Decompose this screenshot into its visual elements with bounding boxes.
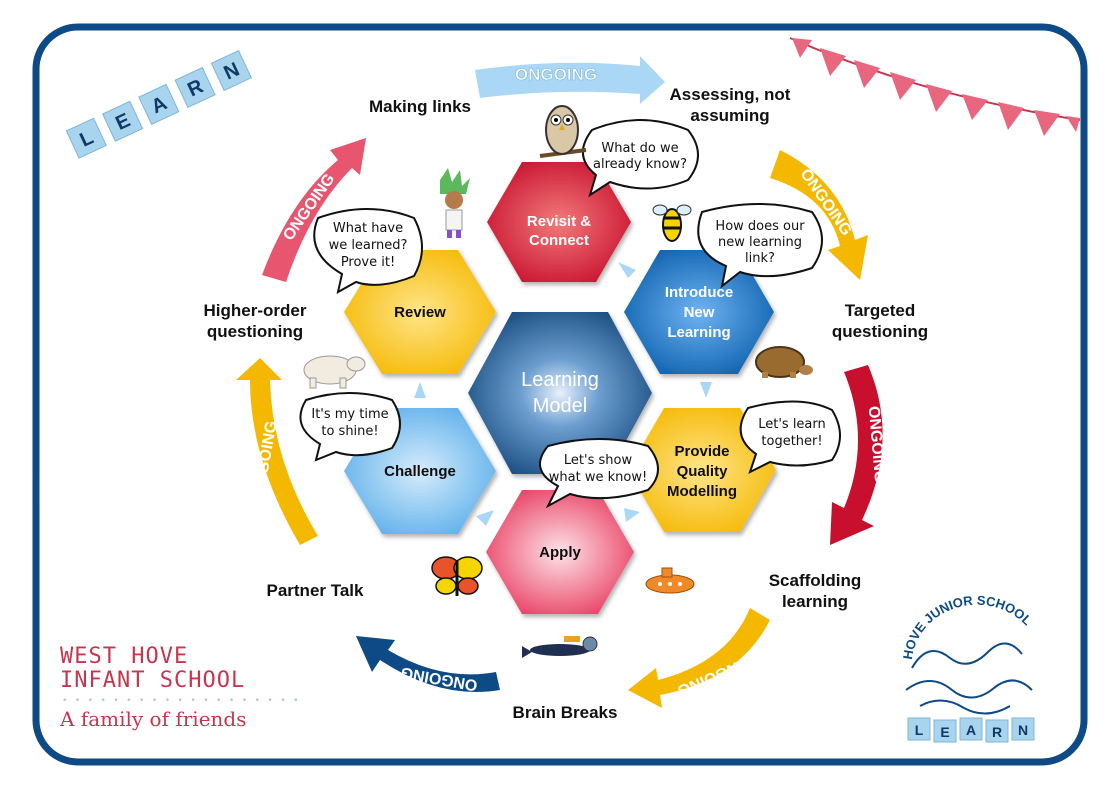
ongoing-arrow-left: ONGOING: [236, 358, 318, 545]
bunting-decoration: [789, 37, 1081, 136]
label-scaffolding: Scaffolding learning: [768, 571, 862, 611]
svg-text:ONGOING: ONGOING: [515, 65, 597, 84]
learn-tiles-top: L E A R N: [65, 49, 252, 159]
svg-text:ONGOING: ONGOING: [865, 405, 889, 484]
learn-tile-a-bottom: A: [959, 717, 983, 741]
learn-tile-l-bottom: L: [907, 717, 931, 741]
learn-tile-l: L: [65, 117, 107, 159]
svg-text:Revisit &Connect: Revisit &Connect: [527, 213, 591, 249]
owl-icon: [539, 105, 587, 158]
ongoing-arrow-right: ONGOING: [830, 365, 888, 545]
butterfly-icon: [431, 556, 483, 596]
school-name-line2: INFANT SCHOOL: [60, 668, 246, 693]
learn-tile-r: R: [174, 66, 216, 109]
label-brain-breaks: Brain Breaks: [512, 703, 618, 722]
label-partner-talk: Partner Talk: [266, 581, 364, 600]
label-assessing: Assessing, not assuming: [669, 85, 791, 125]
ongoing-arrow-top: ONGOING: [475, 56, 665, 104]
label-making-links: Making links: [368, 97, 472, 116]
polar-bear-icon: [303, 355, 366, 389]
label-targeted-questioning: Targeted questioning: [831, 301, 929, 341]
label-higher-order: Higher-order questioning: [203, 301, 307, 341]
svg-text:A: A: [966, 722, 976, 738]
submarine-icon: [645, 567, 695, 594]
svg-text:R: R: [992, 724, 1002, 740]
learn-tiles-bottom: L E A R N: [907, 717, 1035, 743]
connector-arrows: [414, 262, 712, 526]
west-hove-logo: WEST HOVE INFANT SCHOOL • • • • • • • • …: [60, 644, 300, 732]
svg-text:L: L: [915, 722, 924, 738]
learn-tile-e-bottom: E: [933, 719, 957, 743]
diver-icon: [522, 636, 598, 658]
bee-icon: [652, 204, 692, 242]
learn-tile-n: N: [210, 49, 252, 92]
learn-tile-n-bottom: N: [1011, 717, 1035, 741]
school-tagline: A family of friends: [60, 707, 247, 731]
svg-text:E: E: [940, 724, 949, 740]
scientist-icon: [440, 168, 470, 238]
svg-text:Apply: Apply: [539, 544, 581, 561]
decorative-dots: • • • • • • • • • • • • • • • • • • •: [62, 696, 300, 706]
learn-tile-e: E: [101, 100, 144, 142]
svg-text:Review: Review: [394, 304, 446, 321]
school-name-line1: WEST HOVE: [60, 644, 189, 669]
learn-tile-r-bottom: R: [985, 719, 1009, 743]
learn-tile-a: A: [138, 83, 180, 125]
hex-apply: Apply: [486, 490, 634, 614]
svg-text:N: N: [1018, 722, 1028, 738]
tortoise-icon: [755, 346, 813, 378]
svg-text:Challenge: Challenge: [384, 463, 456, 480]
